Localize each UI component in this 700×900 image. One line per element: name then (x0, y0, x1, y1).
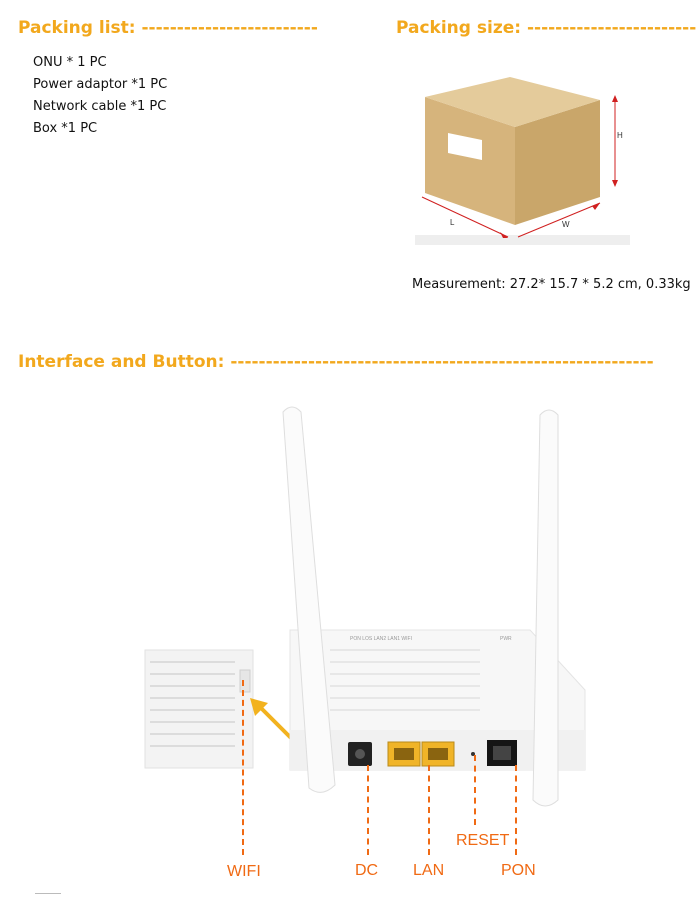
list-item: ONU * 1 PC (33, 55, 107, 70)
lan-label: LAN (413, 862, 445, 879)
svg-text:PON LOS LAN2 LAN1 WIFI: PON LOS LAN2 LAN1 WIFI (350, 636, 412, 642)
interface-title: Interface and Button: ------------------… (18, 352, 654, 372)
pon-callout-line (515, 765, 517, 855)
footer-divider (35, 893, 61, 894)
lan-callout-line (428, 765, 430, 855)
wifi-button-zoom-inset (144, 649, 254, 769)
dc-callout-line (367, 765, 369, 855)
height-label: H (617, 131, 623, 140)
router-illustration: PON LOS LAN2 LAN1 WIFI PWR (144, 406, 586, 807)
packing-list-title: Packing list: --------------------------… (18, 18, 318, 38)
left-antenna (282, 406, 336, 793)
wifi-callout-line (242, 680, 244, 855)
box-illustration: H L W (415, 77, 630, 245)
reset-callout-line (474, 755, 476, 825)
dc-label: DC (355, 862, 379, 879)
wifi-label: WIFI (227, 863, 261, 880)
length-label: L (450, 218, 455, 227)
packing-size-title: Packing size: --------------------------… (396, 18, 696, 38)
list-item: Power adaptor *1 PC (33, 77, 168, 92)
svg-text:PWR: PWR (500, 636, 512, 642)
list-item: Network cable *1 PC (33, 99, 167, 114)
reset-label: RESET (456, 832, 510, 849)
width-label: W (562, 220, 570, 229)
measurement-text: Measurement: 27.2* 15.7 * 5.2 cm, 0.33kg (412, 277, 691, 292)
right-antenna (532, 409, 559, 807)
pon-label: PON (501, 862, 536, 879)
list-item: Box *1 PC (33, 121, 98, 136)
packing-list: ONU * 1 PC Power adaptor *1 PC Network c… (33, 52, 167, 140)
